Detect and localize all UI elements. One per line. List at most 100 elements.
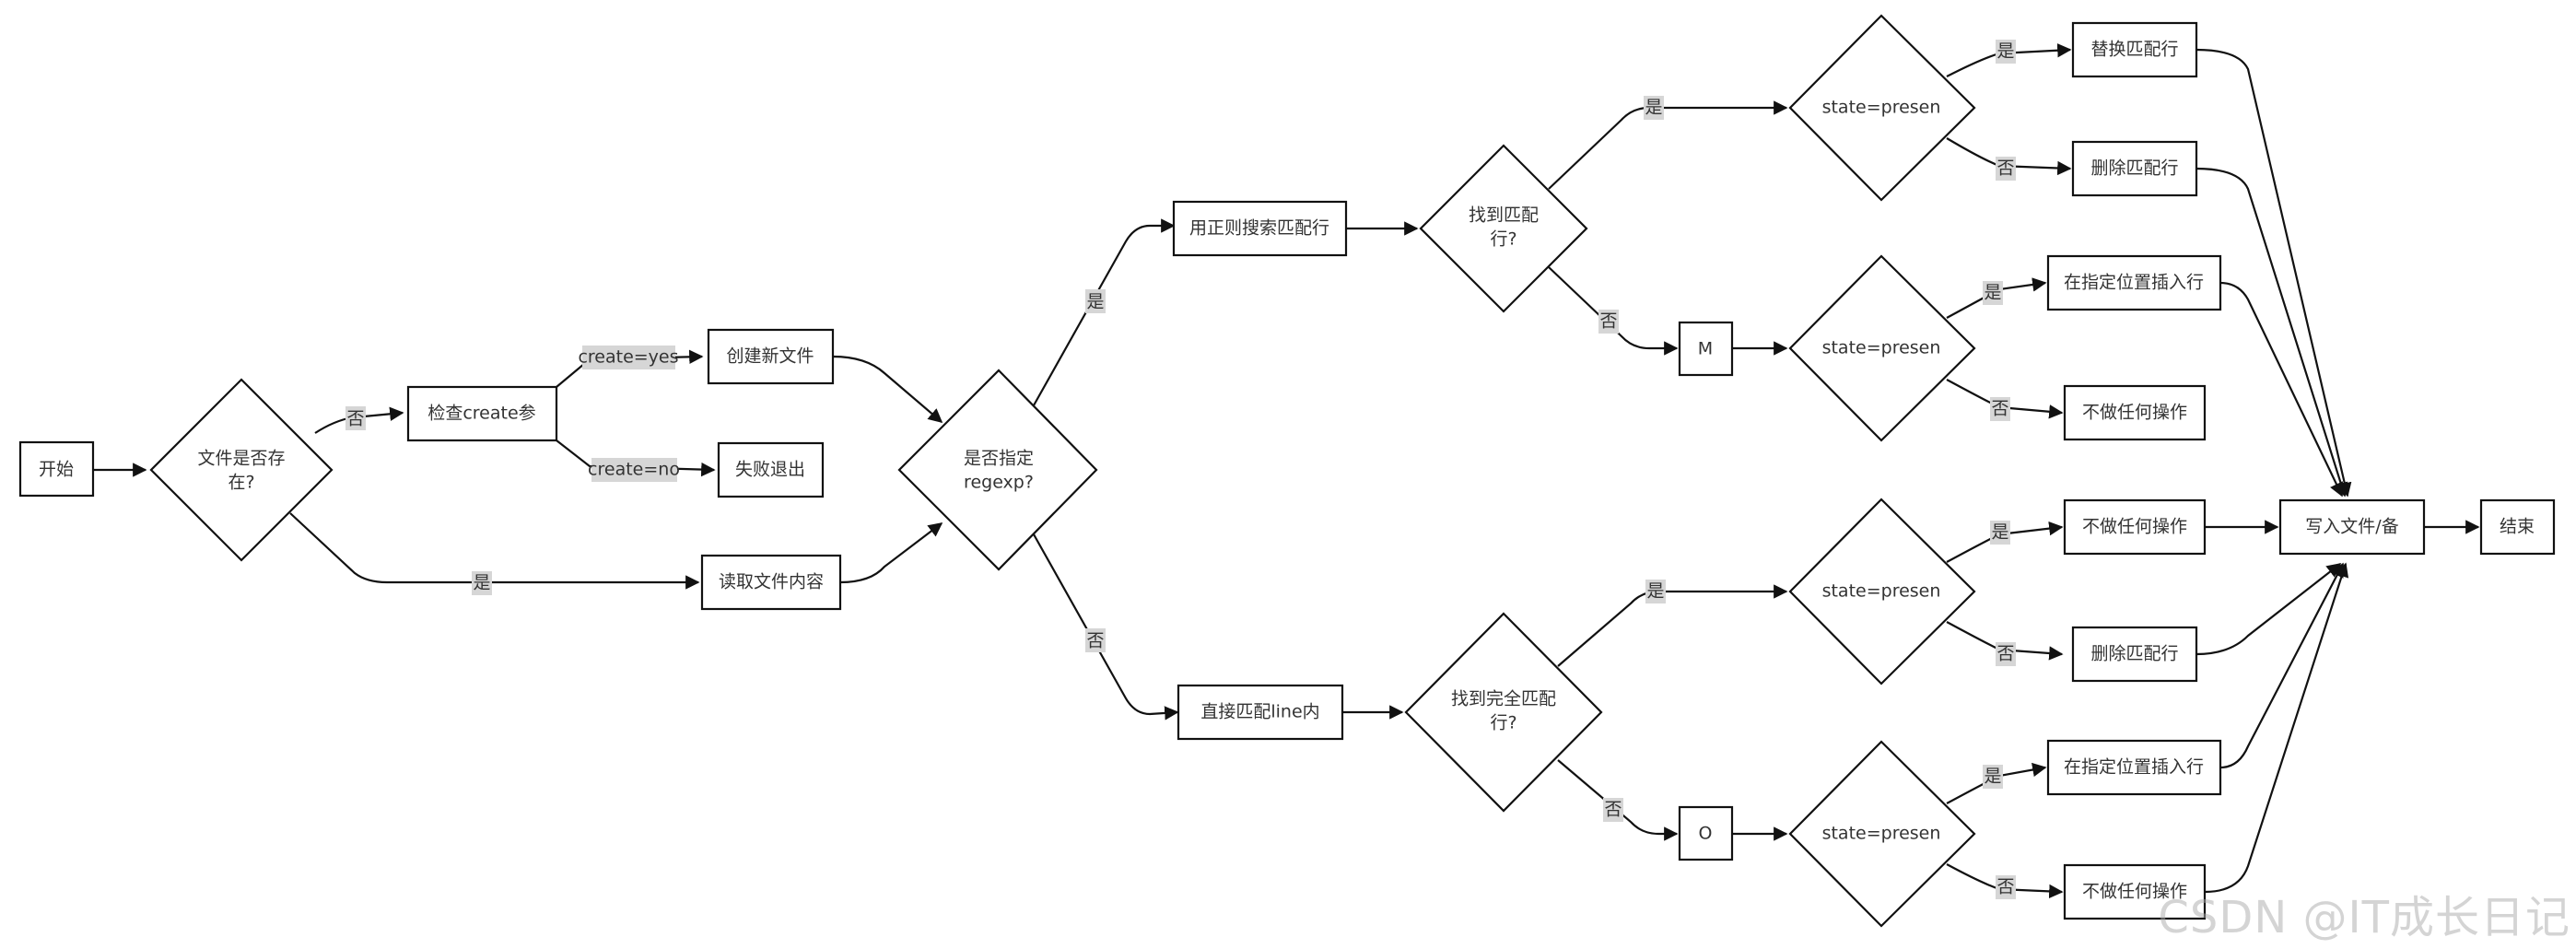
edge-label-state4-no: 否 (1996, 877, 2014, 897)
edge-label-bg (1983, 765, 2003, 789)
edge-label-regexp-yes: 是 (1086, 292, 1104, 312)
node-regexp-given-label-1: 是否指定 (964, 449, 1034, 469)
node-noop-1 (2063, 384, 2207, 441)
node-state-3-label: state=presen (1822, 581, 1941, 602)
edge-label-bg (1996, 642, 2016, 666)
edge-noop-last-to-write (2204, 562, 2349, 894)
node-delete-line-1 (2071, 140, 2198, 197)
node-m-box-label: M (1698, 339, 1713, 359)
edge-label-bg (1996, 875, 2016, 899)
node-check-create (406, 385, 558, 442)
node-state-4 (1788, 740, 1976, 928)
edge-label-state3-yes: 是 (1991, 522, 2008, 543)
node-state-1 (1788, 14, 1976, 202)
node-read-file-label: 读取文件内容 (719, 572, 824, 592)
node-start-label: 开始 (39, 460, 74, 480)
node-insert-line-2 (2046, 739, 2222, 796)
edge-label-state1-no: 否 (1996, 158, 2014, 179)
edge-label-bg (1598, 310, 1619, 334)
node-regex-search-label: 用正则搜索匹配行 (1189, 218, 1329, 239)
node-create-file (707, 328, 835, 385)
edge-label-create-yes: create=yes (578, 347, 678, 368)
edge-label-file-exists-yes: 是 (473, 573, 490, 593)
node-state-4-label: state=presen (1822, 824, 1941, 844)
edge-found-yes (1548, 100, 1788, 190)
nodes (18, 14, 2556, 928)
edge-found-exact-yes (1557, 584, 1788, 667)
node-delete-line-1-label: 删除匹配行 (2090, 158, 2178, 179)
node-noop-2-label: 不做任何操作 (2082, 882, 2187, 902)
edge-label-state2-yes: 是 (1984, 283, 2001, 303)
node-delete-line-2 (2071, 626, 2198, 683)
node-direct-match-label: 直接匹配line内 (1200, 702, 1319, 722)
edge-label-bg (1996, 157, 2016, 181)
node-file-exists-label-2: 在? (228, 473, 254, 493)
node-direct-match (1177, 684, 1344, 741)
edge-label-state2-no: 否 (1991, 399, 2008, 419)
edge-label-found-exact-yes: 是 (1646, 581, 1664, 602)
edge-insert1-to-write (2219, 281, 2343, 498)
node-noop-3-label: 不做任何操作 (2082, 517, 2187, 537)
watermark: CSDN @IT成长日记 (2158, 892, 2570, 943)
node-noop-3 (2063, 498, 2207, 556)
node-found-exact-label-2: 行? (1490, 713, 1516, 733)
edge-replace-to-write (2195, 48, 2352, 498)
node-noop-2 (2063, 863, 2207, 920)
edge-read-file-to-regexp (839, 522, 943, 584)
node-found-match (1419, 144, 1588, 313)
node-write-file-label: 写入文件/备 (2305, 517, 2398, 537)
edge-label-create-no: create=no (588, 460, 680, 480)
node-replace-line-label: 替换匹配行 (2090, 40, 2178, 60)
edge-label-bg (1996, 40, 2016, 64)
node-start (18, 440, 95, 498)
edge-regexp-no (1033, 533, 1179, 721)
node-read-file (700, 554, 842, 611)
node-found-exact-label-1: 找到完全匹配 (1451, 689, 1556, 709)
node-file-exists (149, 378, 334, 562)
node-found-exact (1404, 612, 1603, 813)
edge-label-bg (582, 346, 675, 369)
node-insert-line-1 (2046, 254, 2222, 311)
node-o-box-label: O (1699, 824, 1713, 844)
edge-label-file-exists-no: 否 (346, 409, 364, 429)
edge-label-bg (1603, 798, 1623, 822)
edge-label-found-yes: 是 (1645, 98, 1662, 118)
node-delete-line-2-label: 删除匹配行 (2090, 644, 2178, 664)
node-o-box (1678, 805, 1734, 861)
edge-label-bg (1990, 397, 2010, 421)
node-state-2 (1788, 254, 1976, 442)
edge-label-bg (472, 571, 492, 595)
node-create-file-label: 创建新文件 (726, 346, 814, 367)
node-write-file (2278, 498, 2426, 556)
node-end (2479, 498, 2556, 556)
node-fail-exit-label: 失败退出 (735, 460, 805, 480)
edge-regexp-yes (1033, 218, 1176, 406)
edge-label-bg (1990, 521, 2010, 545)
node-replace-line (2071, 21, 2198, 78)
edge-found-no (1548, 266, 1679, 356)
node-check-create-label: 检查create参 (427, 404, 535, 424)
node-end-label: 结束 (2500, 517, 2535, 537)
edge-delete1-to-write (2195, 167, 2348, 498)
node-regexp-given (897, 369, 1098, 571)
node-state-1-label: state=presen (1822, 98, 1941, 118)
edge-delete2-to-write (2195, 563, 2342, 656)
edge-label-state3-no: 否 (1996, 644, 2014, 664)
edge-label-state4-yes: 是 (1984, 767, 2001, 787)
edge-label-bg (1085, 289, 1106, 313)
node-insert-line-1-label: 在指定位置插入行 (2064, 273, 2204, 293)
edge-create-file-to-regexp (832, 355, 943, 424)
node-file-exists-label-1: 文件是否存 (197, 449, 285, 469)
node-regexp-given-label-2: regexp? (964, 473, 1034, 493)
edge-label-regexp-no: 否 (1086, 631, 1104, 651)
edge-found-exact-no (1557, 759, 1679, 841)
edge-label-bg (1085, 628, 1106, 652)
node-found-match-label-1: 找到匹配 (1469, 205, 1539, 226)
node-state-2-label: state=presen (1822, 338, 1941, 358)
edge-label-bg (1644, 96, 1664, 120)
node-m-box (1678, 321, 1734, 377)
edge-label-bg (345, 406, 366, 430)
node-labels: 开始 文件是否存 在? 检查create参 创建新文件 失败退出 读取文件内容 … (39, 40, 2535, 902)
node-regex-search (1172, 200, 1348, 257)
